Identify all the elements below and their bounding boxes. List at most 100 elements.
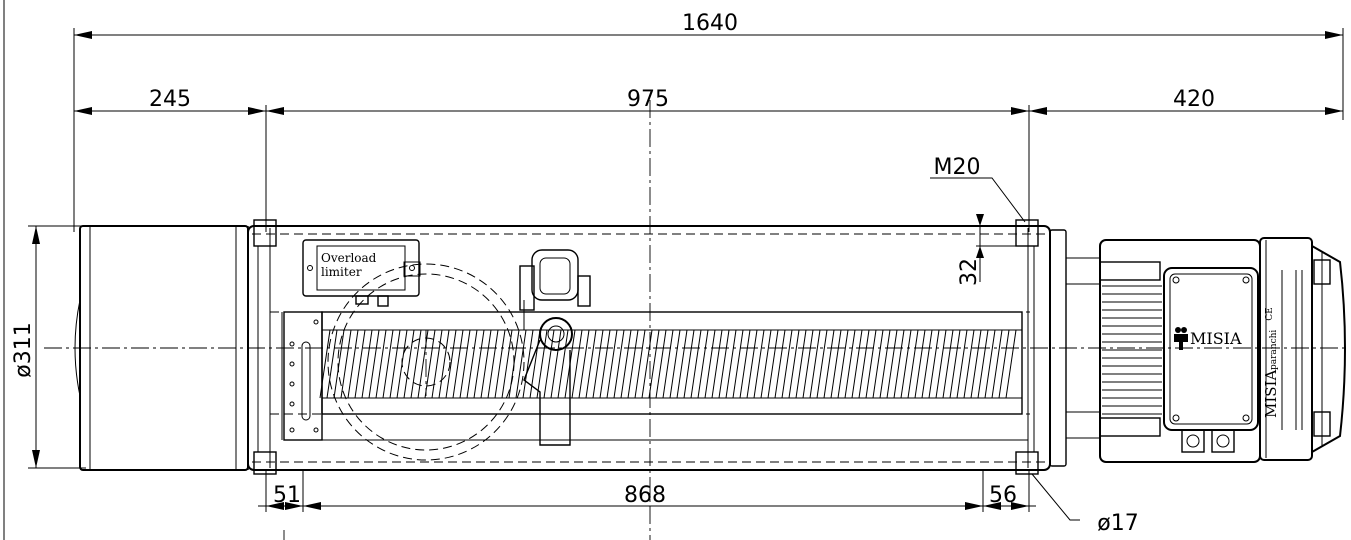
rope-groove: [928, 329, 940, 399]
rope-groove: [606, 329, 618, 399]
rope-groove: [711, 329, 723, 399]
rope-groove: [354, 329, 366, 399]
terminal-box: [1163, 267, 1259, 453]
rope-groove: [326, 329, 338, 399]
rope-groove: [592, 329, 604, 399]
rope-groove: [676, 329, 688, 399]
rope-groove: [529, 329, 541, 399]
rope-groove: [340, 329, 352, 399]
rope-groove: [781, 329, 793, 399]
rope-groove: [347, 329, 359, 399]
rope-groove: [914, 329, 926, 399]
rope-groove: [998, 329, 1010, 399]
rope-groove: [494, 329, 506, 399]
rope-groove: [459, 329, 471, 399]
dimension-segments: [74, 107, 1343, 115]
rope-groove: [886, 329, 898, 399]
rope-groove: [557, 329, 569, 399]
rope-groove: [599, 329, 611, 399]
side-plate: [283, 311, 323, 441]
rope-groove: [536, 329, 548, 399]
rope-groove: [648, 329, 660, 399]
ce-mark: CE: [1265, 307, 1275, 320]
brand-side-subtext: paranchi: [1269, 330, 1279, 370]
rope-groove: [753, 329, 765, 399]
rope-groove: [445, 329, 457, 399]
rope-groove: [725, 329, 737, 399]
rope-groove: [487, 329, 499, 399]
rope-groove: [585, 329, 597, 399]
rope-groove: [620, 329, 632, 399]
rope-groove: [823, 329, 835, 399]
rope-groove: [501, 329, 513, 399]
rope-groove: [872, 329, 884, 399]
dimension-diameter: [32, 226, 40, 468]
rope-groove: [746, 329, 758, 399]
rope-groove: [578, 329, 590, 399]
rope-groove: [858, 329, 870, 399]
rope-groove: [452, 329, 464, 399]
extension-lines: [28, 28, 1344, 512]
rope-groove: [956, 329, 968, 399]
rope-groove: [375, 329, 387, 399]
rope-groove: [613, 329, 625, 399]
rope-groove: [900, 329, 912, 399]
motor-cooling-fins: [1102, 285, 1162, 415]
leader-lines: [930, 177, 1080, 521]
dimension-feet: [258, 502, 1036, 510]
rope-groove: [970, 329, 982, 399]
rope-groove: [830, 329, 842, 399]
rope-groove: [802, 329, 814, 399]
dim-overall-length: 1640: [682, 11, 738, 36]
rope-groove: [739, 329, 751, 399]
brand-front-logo: [1174, 327, 1188, 350]
dim-bolt-offset: 32: [957, 258, 982, 286]
rope-groove: [697, 329, 709, 399]
rope-groove: [431, 329, 443, 399]
rope-groove: [732, 329, 744, 399]
rope-groove: [424, 329, 436, 399]
rope-groove: [690, 329, 702, 399]
rope-groove: [816, 329, 828, 399]
rope-groove: [865, 329, 877, 399]
rope-groove: [480, 329, 492, 399]
overload-label-line1: Overload: [321, 251, 377, 265]
dim-hole-diameter: ø17: [1097, 511, 1138, 536]
motor-body: [1099, 239, 1261, 463]
dim-left-foot: 51: [273, 483, 301, 508]
rope-groove: [1005, 329, 1017, 399]
rope-groove: [361, 329, 373, 399]
dimension-overall: [74, 31, 1343, 39]
rope-groove: [634, 329, 646, 399]
rope-guide: [519, 249, 591, 446]
rope-groove: [984, 329, 996, 399]
rope-groove: [879, 329, 891, 399]
rope-groove: [669, 329, 681, 399]
dim-drum-length: 975: [627, 87, 669, 112]
brand-front-text: MISIA: [1190, 329, 1242, 348]
motor-end-cover: [1259, 237, 1346, 461]
rope-groove: [662, 329, 674, 399]
rope-groove: [921, 329, 933, 399]
dim-diameter: ø311: [11, 322, 36, 377]
rope-groove: [438, 329, 450, 399]
rope-groove: [368, 329, 380, 399]
rope-groove: [844, 329, 856, 399]
rope-groove: [774, 329, 786, 399]
rope-groove: [522, 329, 534, 399]
rope-groove: [333, 329, 345, 399]
rope-groove: [473, 329, 485, 399]
rope-groove: [704, 329, 716, 399]
rope-grooves: [319, 329, 1017, 399]
rope-groove: [837, 329, 849, 399]
dim-bolt-thread: M20: [934, 155, 981, 180]
rope-groove: [949, 329, 961, 399]
rope-groove: [893, 329, 905, 399]
rope-groove: [977, 329, 989, 399]
dim-motor-length: 420: [1173, 87, 1215, 112]
rope-groove: [851, 329, 863, 399]
rope-groove: [935, 329, 947, 399]
rope-groove: [571, 329, 583, 399]
rope-groove: [382, 329, 394, 399]
